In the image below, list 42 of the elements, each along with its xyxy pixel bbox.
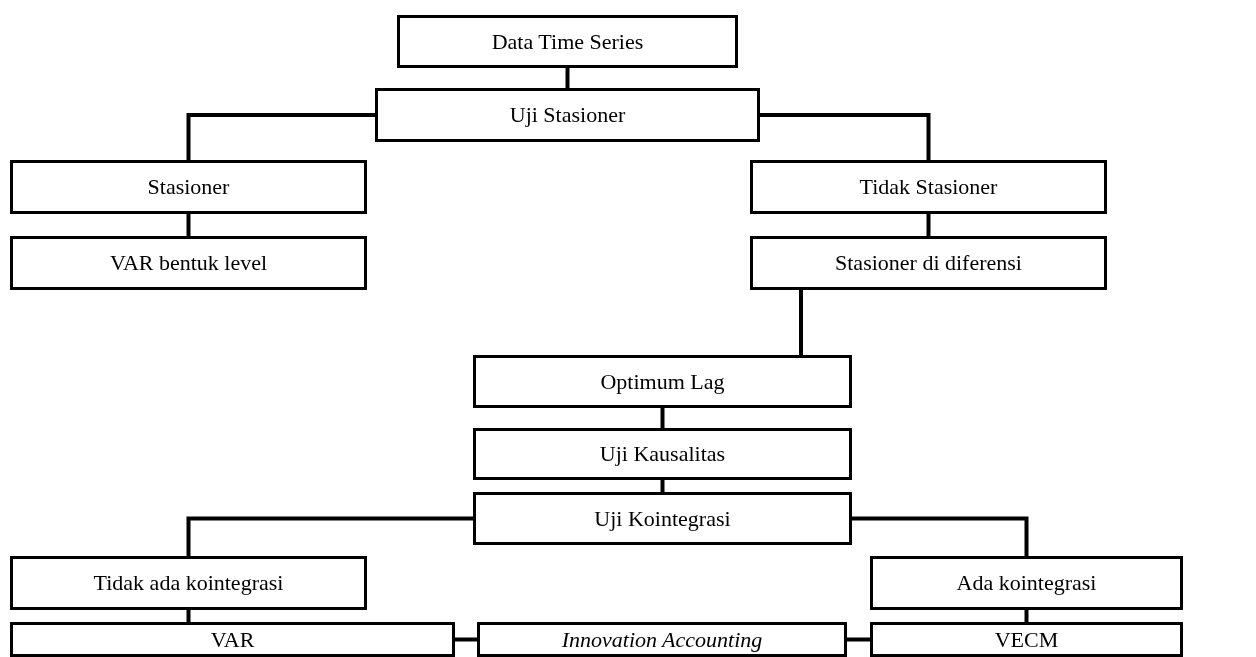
- box-label: Tidak Stasioner: [859, 174, 998, 200]
- process-box: [375, 88, 760, 142]
- box-label: Stasioner: [147, 174, 230, 200]
- box-label: Data Time Series: [491, 28, 644, 55]
- connector-line: [926, 214, 931, 236]
- process-box: [10, 556, 367, 610]
- process-box: [10, 160, 367, 214]
- box-label: VECM: [994, 626, 1059, 653]
- connector-line: [186, 516, 473, 556]
- box-label: Stasioner di diferensi: [835, 250, 1022, 276]
- process-box: [750, 236, 1107, 290]
- box-label: Ada kointegrasi: [956, 570, 1097, 596]
- process-box: [10, 622, 455, 657]
- connector-line: [660, 408, 665, 428]
- connector-line: [760, 113, 931, 160]
- connector-line: [799, 290, 803, 355]
- box-label: Uji Kausalitas: [599, 441, 726, 467]
- box-label: Optimum Lag: [600, 368, 725, 395]
- process-box: [473, 492, 852, 545]
- connector-line: [186, 113, 375, 160]
- connector-line: [1024, 610, 1029, 622]
- connector-line: [186, 214, 191, 236]
- process-box: [477, 622, 847, 657]
- connector-line: [847, 637, 870, 642]
- connector-line: [852, 516, 1029, 556]
- process-box: [750, 160, 1107, 214]
- box-label: Uji Kointegrasi: [594, 505, 731, 532]
- box-label: Tidak ada kointegrasi: [93, 570, 284, 596]
- process-box: [397, 15, 738, 68]
- process-box: [473, 355, 852, 408]
- box-label: Uji Stasioner: [509, 102, 626, 128]
- process-box: [473, 428, 852, 480]
- box-label: Innovation Accounting: [561, 626, 763, 653]
- connector-line: [565, 68, 570, 88]
- process-box: [870, 556, 1183, 610]
- connector-line: [186, 610, 191, 622]
- box-label: VAR bentuk level: [109, 250, 268, 276]
- process-box: [10, 236, 367, 290]
- connector-line: [455, 637, 477, 642]
- connector-line: [660, 480, 665, 492]
- box-label: VAR: [210, 626, 255, 653]
- process-box: [870, 622, 1183, 657]
